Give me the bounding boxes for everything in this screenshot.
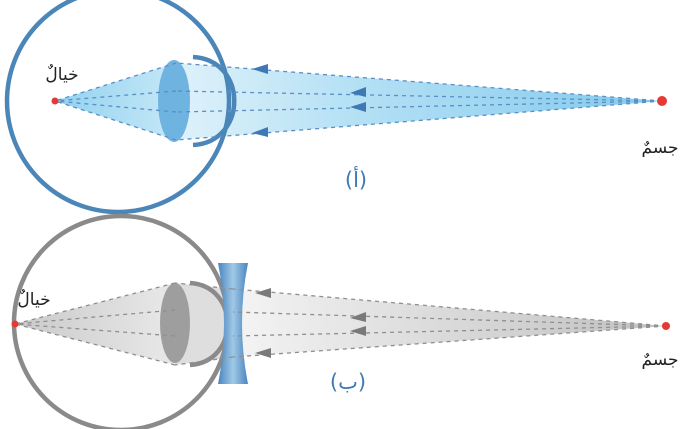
diagram-a-eye-lens (158, 60, 190, 142)
diagram-b-image-point (12, 321, 19, 328)
diagram-b-eye-lens (160, 283, 190, 363)
diagram-a-outer-beam (176, 63, 662, 140)
diagram-b: خيالٌ جسمٌ (ب) (12, 216, 679, 429)
diagram-b-outer-beam (233, 289, 666, 357)
diagram-b-caption: (ب) (330, 370, 366, 394)
diagram-b-image-label: خيالٌ (17, 289, 50, 310)
diagram-a-image-point (52, 98, 59, 105)
diagram-b-object-label: جسمٌ (642, 350, 679, 370)
diagram-b-object-point (662, 322, 670, 330)
diagram-a: خيالٌ جسمٌ (أ) (7, 0, 679, 212)
diagram-a-caption: (أ) (345, 166, 367, 192)
diagram-a-object-point (657, 96, 667, 106)
diagram-a-object-label: جسمٌ (642, 138, 679, 158)
diagram-a-image-label: خيالٌ (45, 64, 78, 85)
